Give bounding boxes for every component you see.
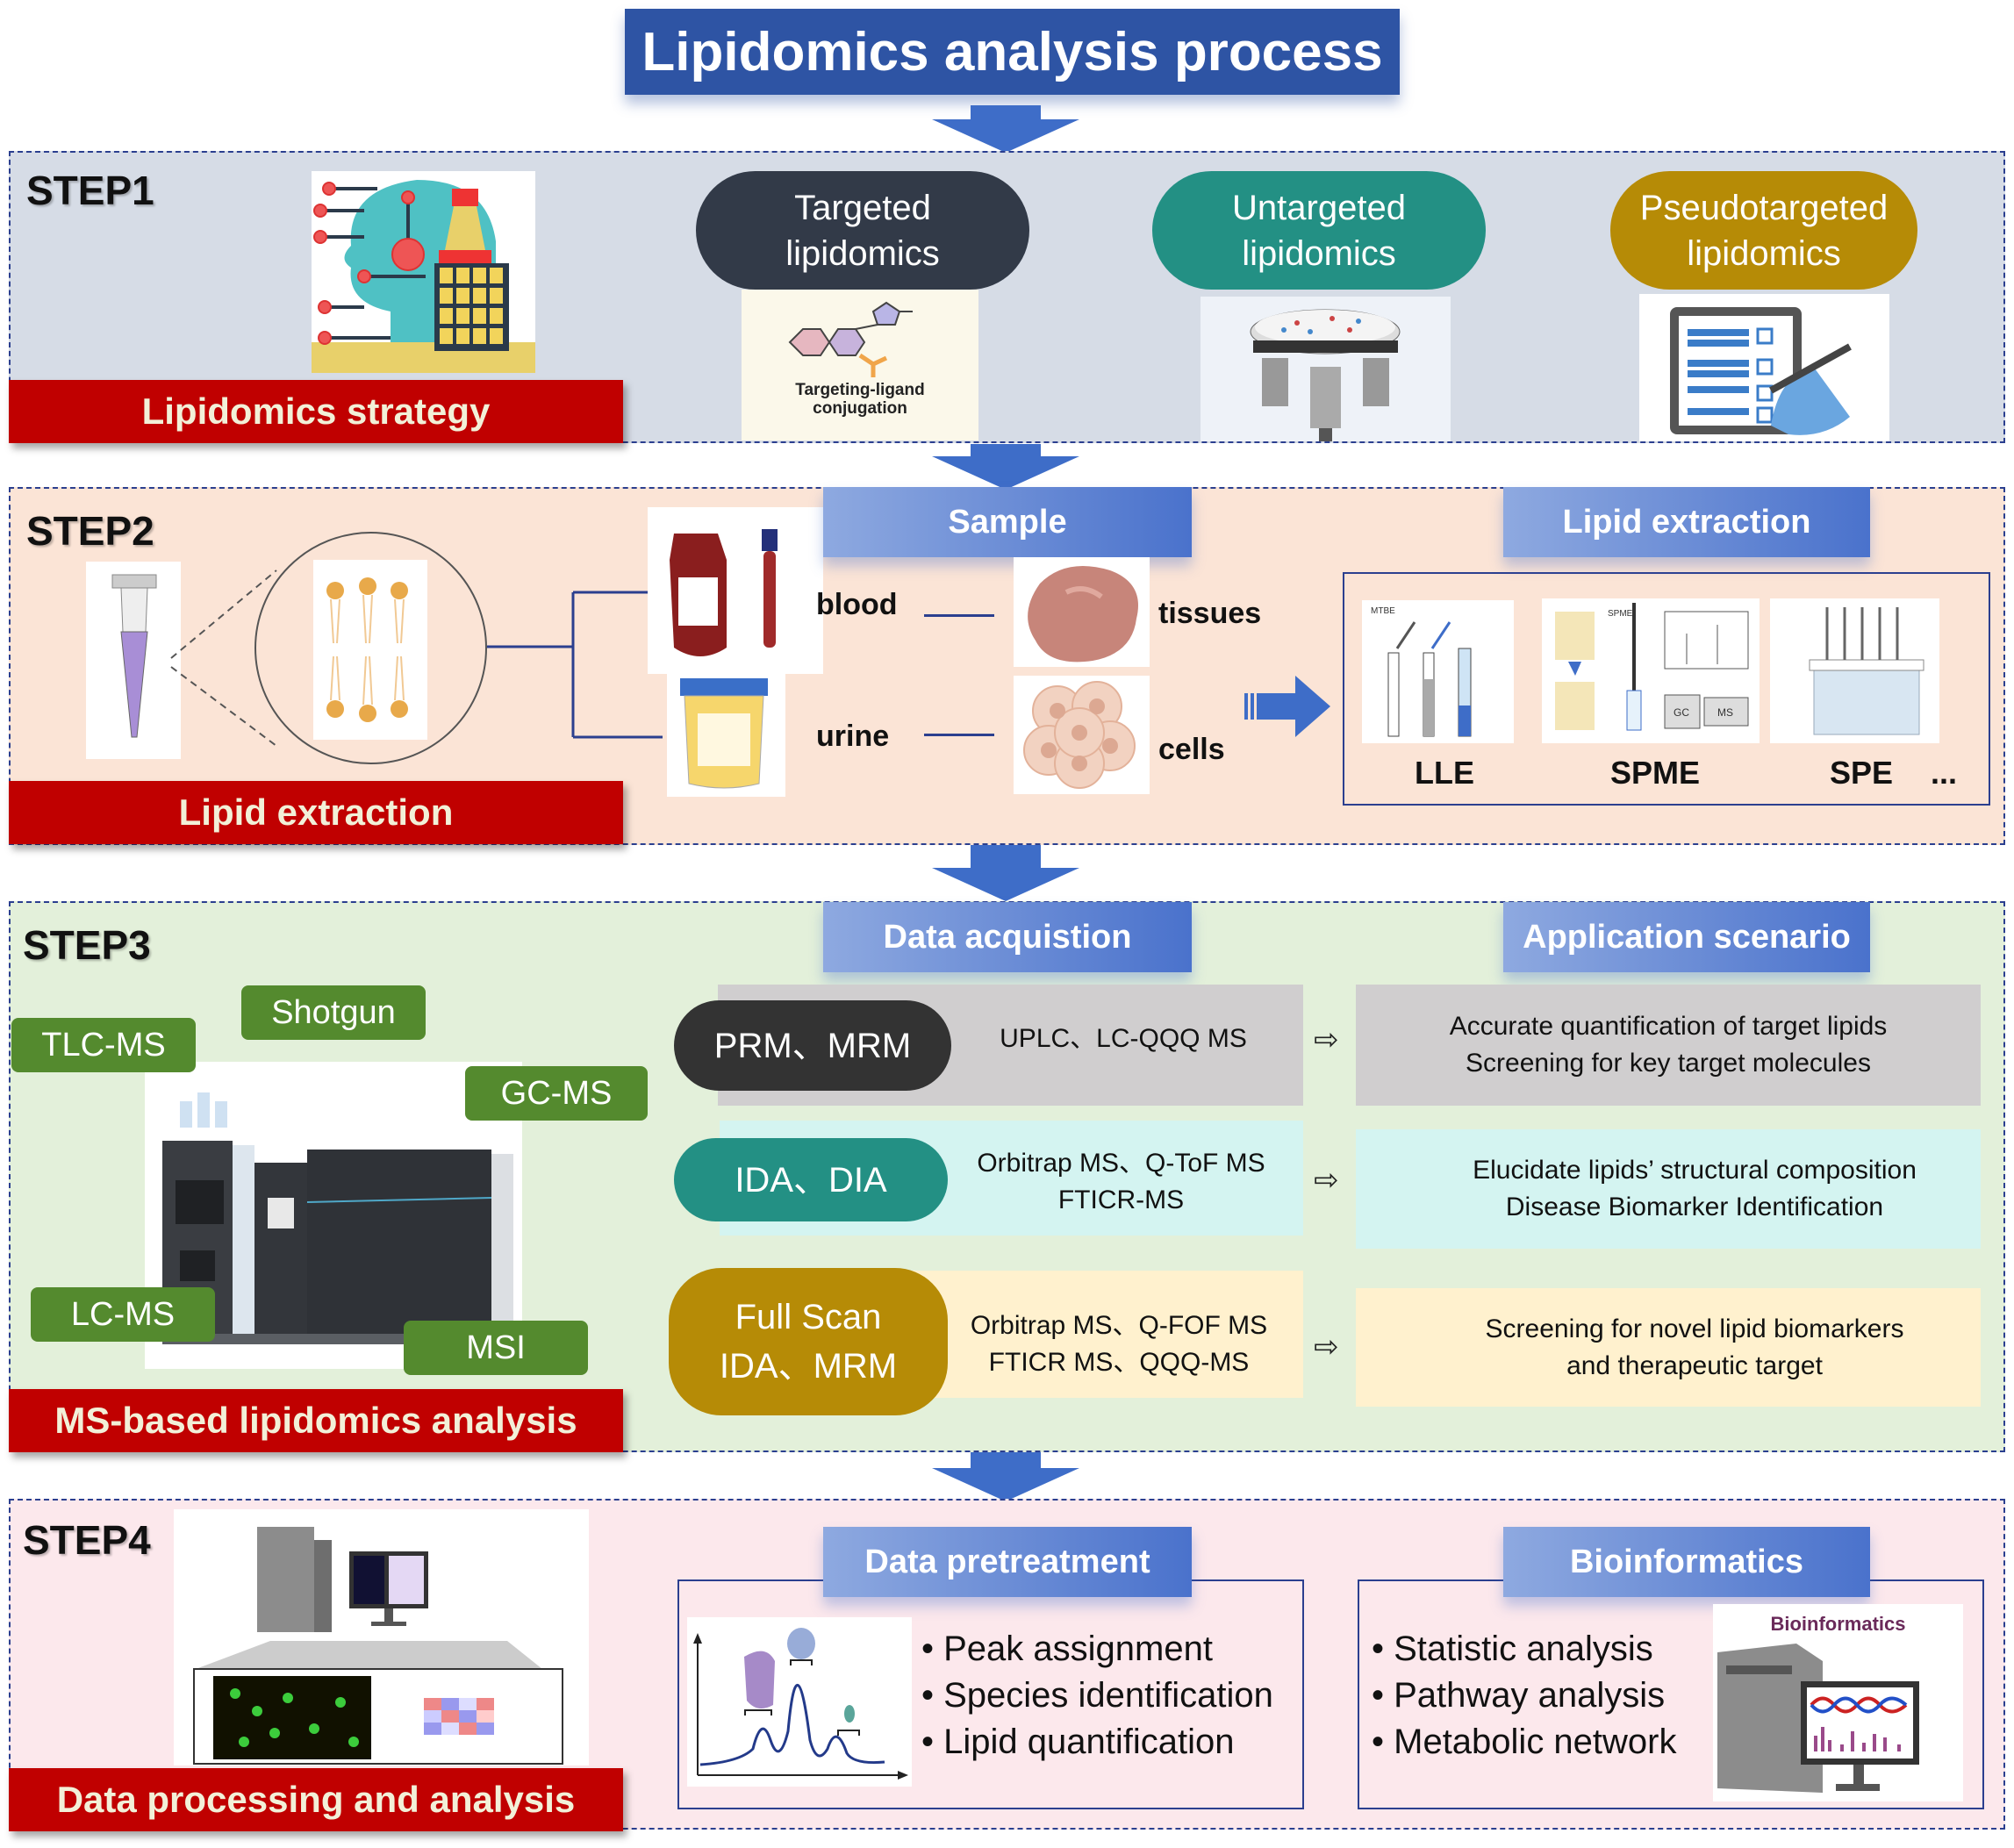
urine-cup-icon [667,674,785,797]
lipid-bilayer-icon [254,532,487,764]
step3-label: STEP3 [23,922,151,968]
pretreatment-list: Peak assignment Species identification L… [921,1626,1273,1766]
method-lle-label: LLE [1415,755,1474,791]
list-item: Peak assignment [921,1626,1273,1673]
microscope-stage-icon [1201,297,1451,441]
eppendorf-tube-icon [86,562,181,759]
step2-banner: Lipid extraction [9,781,623,844]
computer-analysis-icon [174,1509,589,1766]
down-arrow-icon [932,105,1079,153]
spme-diagram-icon: SPME GC MS [1542,598,1760,743]
hollow-right-arrow-icon: ⇨ [1314,1023,1339,1057]
step4-banner: Data processing and analysis [9,1768,623,1831]
acq-mode-ida-dia-pill: IDA、DIA [674,1138,948,1221]
bioinformatics-image-caption: Bioinformatics [1770,1613,1906,1635]
mass-spectrometer-icon [145,1062,522,1369]
connector-line [924,734,994,736]
technique-msi-tag: MSI [404,1321,588,1375]
checklist-icon [1639,294,1889,441]
bioinformatics-computer-icon: Bioinformatics [1713,1604,1963,1801]
sample-tissues-label: tissues [1158,597,1262,630]
bioinformatics-header: Bioinformatics [1503,1527,1870,1597]
ms-mini-label: MS [1717,706,1733,719]
technique-tlc-ms-tag: TLC-MS [11,1018,196,1072]
list-item: Species identification [921,1673,1273,1719]
down-arrow-icon [932,444,1079,490]
lle-mini-label: MTBE [1371,606,1395,616]
gc-mini-label: GC [1674,706,1689,719]
step1-banner: Lipidomics strategy [9,380,623,443]
bioinformatics-list: Statistic analysis Pathway analysis Meta… [1372,1626,1677,1766]
hollow-right-arrow-icon: ⇨ [1314,1330,1339,1364]
list-item: Pathway analysis [1372,1673,1677,1719]
method-spe-label: SPE [1830,755,1894,791]
list-item: Statistic analysis [1372,1626,1677,1673]
spme-mini-label: SPME [1608,609,1633,619]
acq-row-1-instruments: UPLC、LC-QQQ MS [1000,1024,1247,1053]
sample-urine-label: urine [816,720,890,753]
chromatogram-peaks-icon [687,1617,912,1787]
data-pretreatment-header: Data pretreatment [823,1527,1192,1597]
sample-cells-label: cells [1158,733,1225,766]
spe-manifold-icon [1770,598,1939,743]
cells-icon [1014,676,1150,794]
sample-blood-label: blood [816,588,898,621]
app-row-2-box: Elucidate lipids’ structural composition… [1356,1129,1981,1249]
list-item: Metabolic network [1372,1719,1676,1766]
lle-diagram-icon: MTBE [1362,600,1514,743]
hollow-right-arrow-icon: ⇨ [1314,1164,1339,1197]
step3-banner: MS-based lipidomics analysis [9,1389,623,1452]
tissue-icon [1014,557,1150,667]
acq-mode-prm-mrm-pill: PRM、MRM [674,1000,951,1091]
app-row-1-box: Accurate quantification of target lipids… [1356,985,1981,1106]
page-title: Lipidomics analysis process [625,9,1400,95]
zoom-lines [167,562,281,755]
lipid-extraction-header: Lipid extraction [1503,487,1870,557]
data-acquisition-header: Data acquistion [823,902,1192,972]
down-arrow-icon [932,845,1079,901]
step2-label: STEP2 [26,508,154,554]
technique-shotgun-tag: Shotgun [241,985,426,1040]
more-methods-ellipsis: ... [1931,755,1958,791]
sample-header: Sample [823,487,1192,557]
right-arrow-icon [1244,676,1332,737]
technique-gc-ms-tag: GC-MS [465,1066,648,1121]
step4-label: STEP4 [23,1517,151,1563]
application-scenario-header: Application scenario [1503,902,1870,972]
step1-label: STEP1 [26,168,154,213]
connector-lines [487,588,663,746]
extraction-methods-box [1343,572,1990,806]
molecule-ligand-icon: Targeting-ligand conjugation [742,290,978,441]
blood-bag-icon [648,507,823,674]
ligand-caption-line1: Targeting-ligand [795,381,925,399]
method-spme-label: SPME [1610,755,1701,791]
technique-lc-ms-tag: LC-MS [31,1287,215,1342]
ligand-caption-line2: conjugation [813,398,907,418]
down-arrow-icon [932,1452,1079,1501]
acq-row-3-band [878,1271,1303,1398]
connector-line [924,614,994,617]
list-item: Lipid quantification [921,1719,1273,1766]
brain-strategy-icon [312,171,535,373]
